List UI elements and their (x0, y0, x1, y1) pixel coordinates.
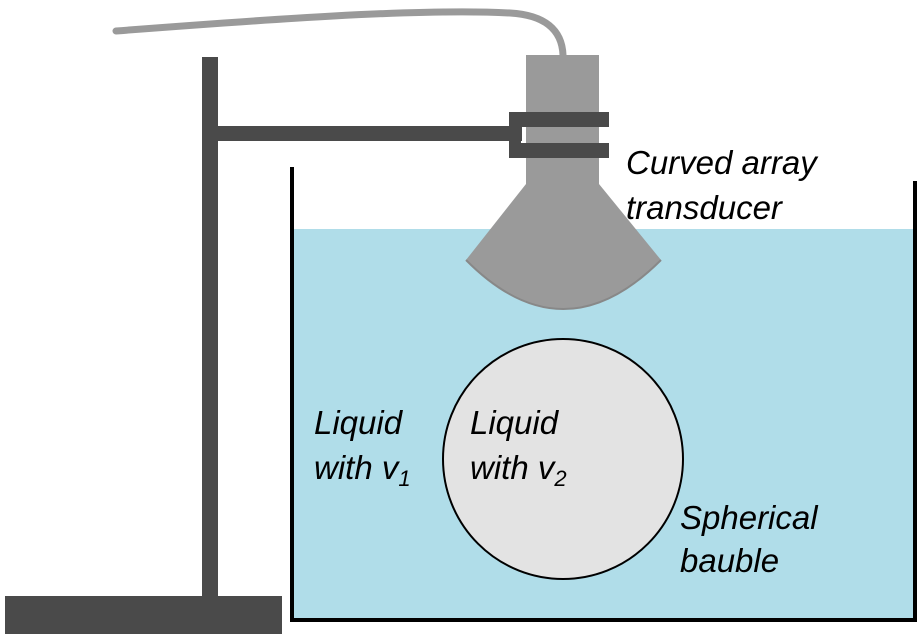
stand-base (5, 596, 282, 634)
stand-arm (216, 126, 522, 141)
inner-liquid-subscript: 2 (553, 466, 566, 491)
transducer-face-edge (465, 259, 662, 310)
bauble-label-line1: Spherical (680, 499, 819, 536)
inner-liquid-label-line2: with v (470, 449, 557, 486)
tank-outline (290, 167, 917, 622)
transducer-label: Curved array transducer (626, 144, 826, 226)
outer-liquid-subscript: 1 (398, 466, 410, 491)
clamp-band-lower (513, 143, 609, 158)
transducer-label-line2: transducer (626, 189, 784, 226)
inner-liquid-label: Liquid (470, 404, 560, 441)
outer-liquid-velocity-label: with v1 (314, 449, 411, 491)
outer-liquid-label-line1: Liquid (314, 404, 404, 441)
inner-liquid-velocity-label: with v2 (470, 449, 567, 491)
bauble-label-line2: bauble (680, 542, 779, 579)
outer-liquid-label: Liquid (314, 404, 404, 441)
clamp-band-upper (513, 112, 609, 127)
clamp-hinge (509, 112, 521, 158)
spherical-bauble (442, 338, 684, 580)
stand-rod (202, 57, 218, 602)
outer-liquid-label-line2: with v (314, 449, 401, 486)
transducer-label-line1: Curved array (626, 144, 819, 181)
transducer-head (466, 184, 661, 309)
bauble-label: Spherical bauble (680, 499, 827, 579)
transducer-cable (112, 8, 567, 59)
inner-liquid-label-line1: Liquid (470, 404, 560, 441)
